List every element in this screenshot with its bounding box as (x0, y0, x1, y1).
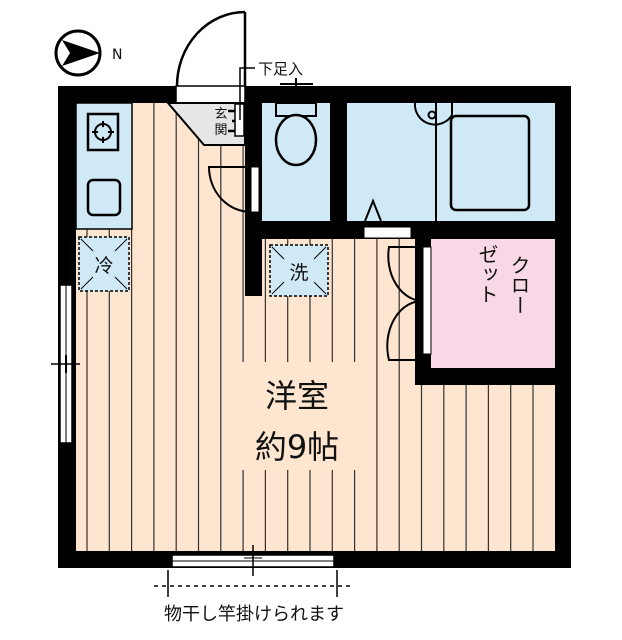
entrance-opening (175, 85, 246, 104)
shoe-box-leader (239, 67, 255, 120)
room-size-label: 約9帖 (255, 428, 339, 466)
wall-toilet-bath (330, 86, 347, 238)
toilet-door-frame (250, 166, 260, 213)
north-label: N (112, 47, 122, 63)
room-door-swing[interactable] (207, 166, 252, 213)
entrance-door-swing[interactable] (175, 10, 246, 87)
closet-door-2[interactable] (386, 299, 424, 361)
sink-icon (86, 178, 122, 217)
stove-icon (86, 112, 120, 152)
entrance-label-2: 関 (214, 123, 227, 138)
bathtub-icon (449, 114, 531, 212)
north-arrow-icon: N (54, 29, 122, 77)
fridge-label: 冷 (94, 255, 113, 277)
bath-door[interactable] (363, 226, 412, 239)
washer-space: 洗 (269, 244, 329, 297)
shoe-box-label: 下足入 (258, 60, 303, 78)
closet-door-1[interactable] (387, 246, 424, 302)
room-label-bg (238, 362, 360, 470)
washbasin-icon (413, 102, 453, 126)
entrance-label-1: 玄 (214, 107, 227, 122)
closet-label-2: ゼット (475, 244, 499, 304)
bath-step-icon (364, 198, 382, 222)
washer-label: 洗 (289, 262, 308, 284)
fridge-space: 冷 (78, 236, 130, 292)
drying-pole-label: 物干し竿掛けられます (164, 604, 344, 625)
closet-label-1: クロー (507, 255, 531, 315)
closet-door-frame (422, 246, 432, 355)
room-name-label: 洋室 (265, 377, 329, 415)
closet (431, 239, 555, 368)
toilet-icon (274, 113, 318, 167)
